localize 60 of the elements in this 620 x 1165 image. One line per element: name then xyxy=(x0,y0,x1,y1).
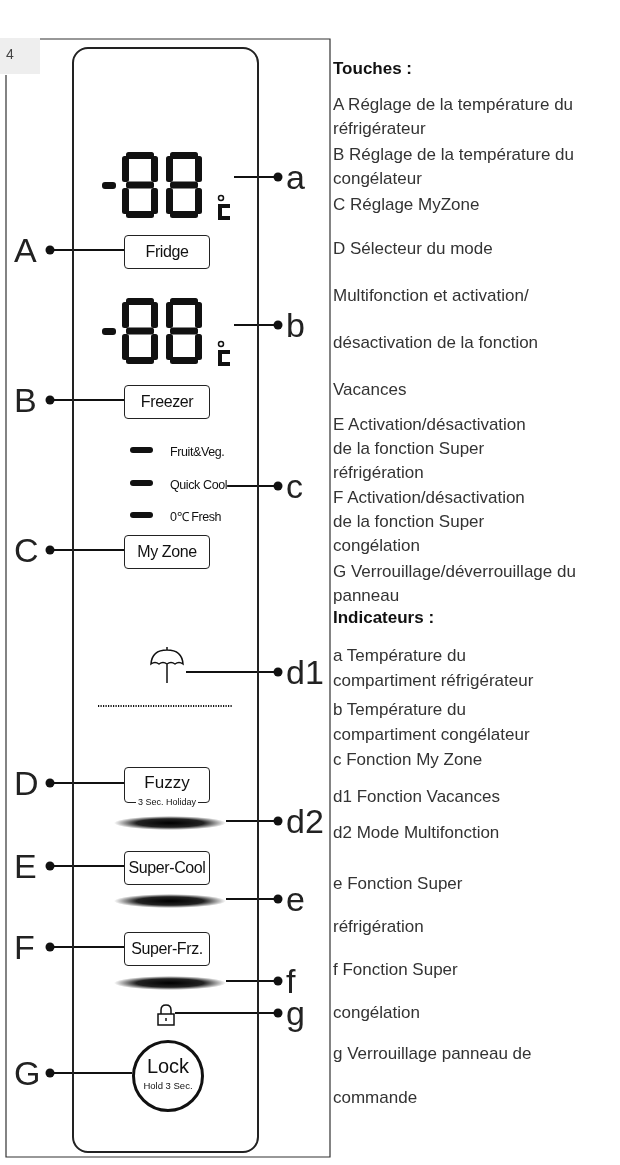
page-number: 4 xyxy=(0,38,40,74)
indicator-bar xyxy=(114,976,226,990)
callout-letter: d1 xyxy=(278,652,328,692)
callout-letter: d2 xyxy=(278,801,328,841)
indicator-bar xyxy=(114,894,226,908)
key-text: E Activation/désactivation de la fonction Super réfrigération xyxy=(333,414,527,484)
leader-line xyxy=(45,545,125,555)
callout-letter: G xyxy=(14,1053,50,1093)
leader-line xyxy=(45,778,125,788)
callout-letter: e xyxy=(278,879,318,919)
leader-line xyxy=(45,861,125,871)
panel-button: My Zone xyxy=(124,535,210,569)
leader-line xyxy=(45,1068,133,1078)
key-text: c Fonction My Zone xyxy=(333,749,484,771)
control-panel xyxy=(72,47,259,1153)
button-label: Fuzzy xyxy=(143,773,191,793)
button-label: Lock xyxy=(146,1055,190,1077)
leader-line xyxy=(225,976,283,986)
key-text: d2 Mode Multifonction xyxy=(333,822,501,844)
key-text: D Sélecteur du mode Multifonction et activation/ désactivation de la fonction Vacances xyxy=(333,238,540,401)
zone-label: Quick Cool xyxy=(170,476,228,494)
umbrella-icon xyxy=(148,645,186,685)
key-text: C Réglage MyZone xyxy=(333,194,481,216)
leader-line xyxy=(225,816,283,826)
leader-line xyxy=(45,395,125,405)
leader-line xyxy=(185,667,283,677)
callout-letter: a xyxy=(278,157,318,197)
leader-line xyxy=(45,245,125,255)
callout-letter: E xyxy=(14,846,50,886)
button-hint: Hold 3 Sec. xyxy=(143,1080,193,1091)
leader-line xyxy=(233,172,283,182)
key-text: g Verrouillage panneau de commande xyxy=(333,1043,533,1109)
panel-button: Freezer xyxy=(124,385,210,419)
indicator-bar xyxy=(114,816,226,830)
key-text: d1 Fonction Vacances xyxy=(333,786,501,808)
callout-letter: F xyxy=(14,927,50,967)
button-hint: 3 Sec. Holiday xyxy=(136,797,198,808)
key-text: A Réglage de la température du réfrigérateur xyxy=(333,94,575,140)
callout-letter: A xyxy=(14,230,50,270)
section-heading: Touches : xyxy=(333,58,414,80)
callout-letter: D xyxy=(14,763,50,803)
zone-label: 0℃ Fresh xyxy=(170,508,222,526)
leader-line xyxy=(233,320,283,330)
leader-line xyxy=(174,1008,283,1018)
panel-button: Super-Frz. xyxy=(124,932,210,966)
leader-line xyxy=(226,481,283,491)
leader-line xyxy=(45,942,125,952)
callout-letter: C xyxy=(14,530,50,570)
panel-button: Fridge xyxy=(124,235,210,269)
section-heading: Indicateurs : xyxy=(333,607,436,629)
zone-label: Fruit&Veg. xyxy=(170,443,225,461)
key-text: G Verrouillage/déverrouillage du panneau xyxy=(333,561,577,607)
callout-letter: c xyxy=(278,466,318,506)
key-text: F Activation/désactivation de la fonction Super congélation xyxy=(333,487,526,557)
leader-line xyxy=(225,894,283,904)
panel-button: Super-Cool xyxy=(124,851,210,885)
padlock-icon xyxy=(157,1004,175,1026)
callout-letter: b xyxy=(278,305,318,345)
callout-letter: B xyxy=(14,380,50,420)
key-text: B Réglage de la température du congélateur xyxy=(333,144,575,190)
